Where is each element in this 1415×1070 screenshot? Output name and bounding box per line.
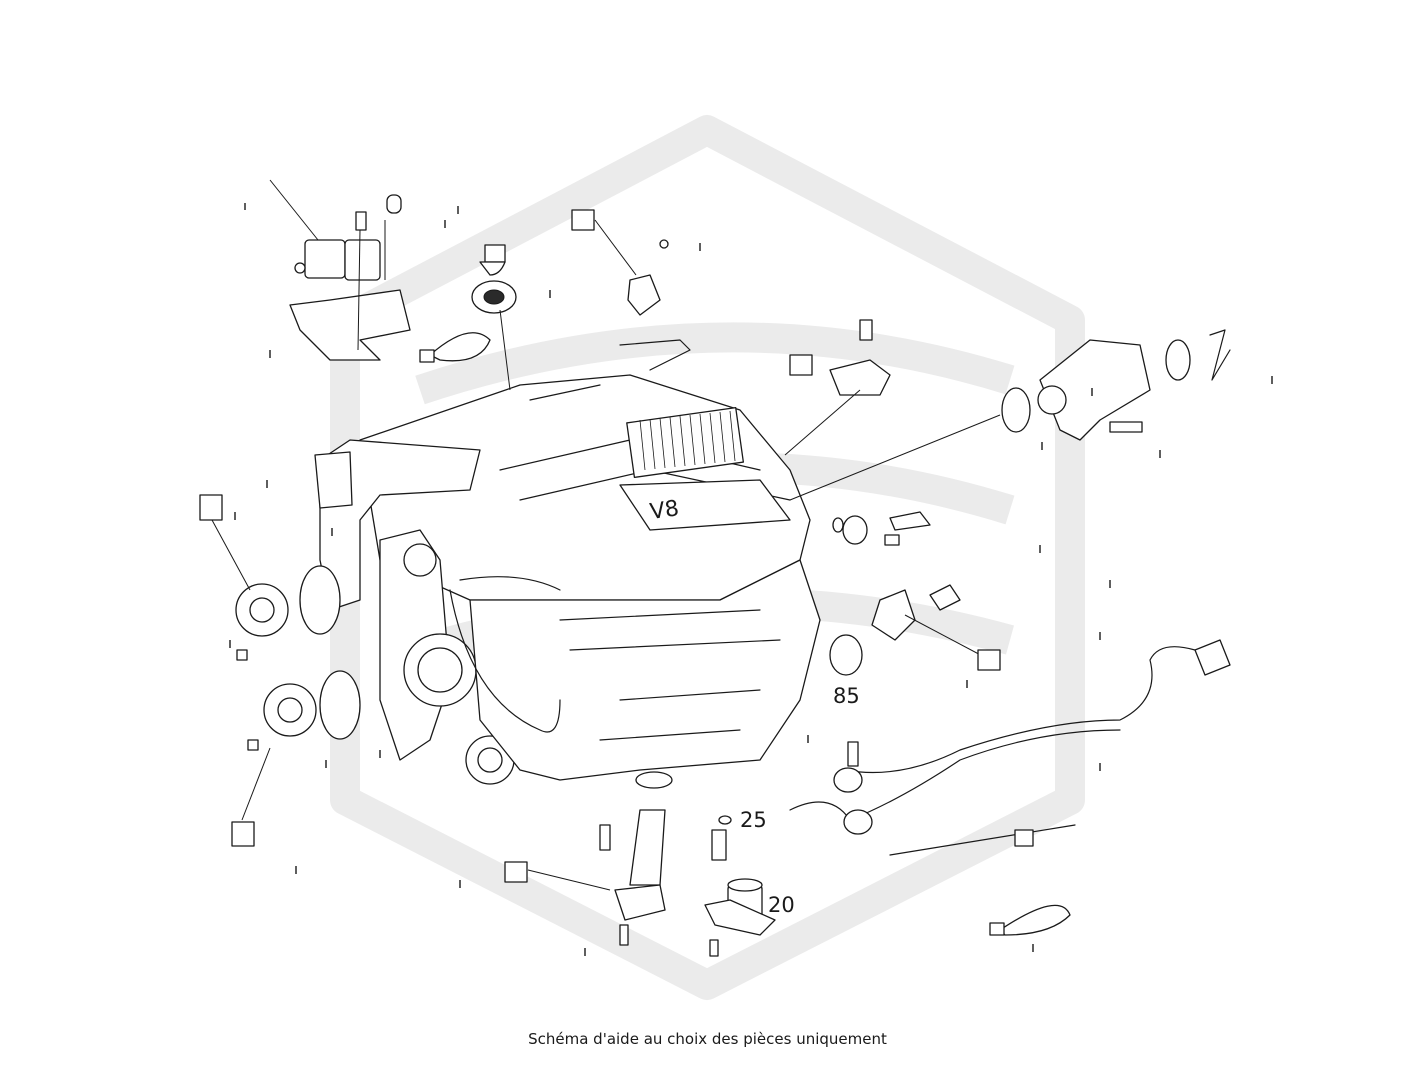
engine-assembly[interactable]: V8 [314,339,821,785]
oil-level-sensor[interactable] [504,771,673,946]
camshaft-sensor-top[interactable] [571,209,669,316]
callout-25[interactable]: 25 [740,808,767,832]
pressure-sensor-right[interactable] [784,319,891,456]
knock-sensor-harness[interactable] [789,639,1231,856]
cable-tie-top[interactable] [419,332,491,363]
oil-pressure-switch[interactable] [704,815,776,957]
temperature-sender-right[interactable] [832,511,931,546]
cam-solenoid-upper-left[interactable] [199,494,341,661]
svg-text:V8: V8 [648,496,680,525]
thermostat-housing[interactable] [789,329,1231,501]
temperature-sensor-top[interactable] [471,244,517,391]
pressure-converter-assembly[interactable] [269,179,411,361]
callout-20[interactable]: 20 [768,893,795,917]
cam-solenoid-lower-left[interactable] [231,670,361,847]
diagram-caption: Schéma d'aide au choix des pièces unique… [528,1030,887,1048]
callout-85[interactable]: 85 [833,684,860,708]
cable-tie-bottom[interactable] [989,904,1071,936]
reference-ticks [229,203,1273,956]
crankshaft-sensor-right[interactable] [829,584,1001,676]
